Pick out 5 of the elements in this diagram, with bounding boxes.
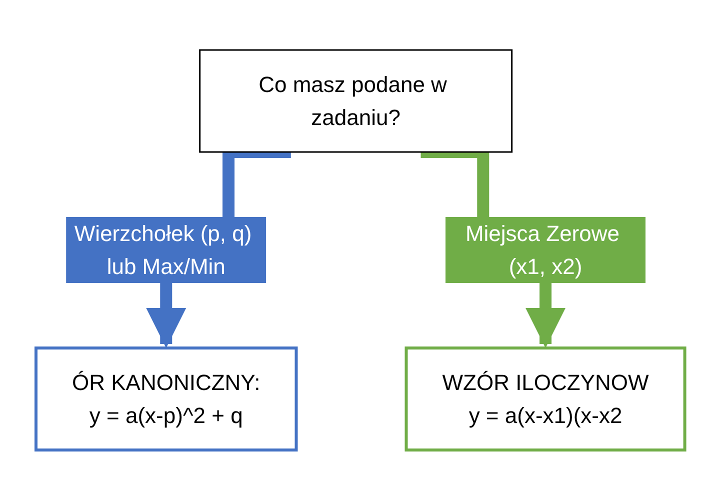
edge-label: Wierzchołek (p, q) lub Max/Min [74,221,252,279]
edge-label: Miejsca Zerowe (x1, x2) [465,221,620,279]
node-box: Co masz podane w zadaniu? [198,49,512,153]
node-box: ÓR KANONICZNY: y = a(x-p)^2 + q [34,346,298,452]
node-box: WZÓR ILOCZYNOW y = a(x-x1)(x-x2 [404,346,686,452]
